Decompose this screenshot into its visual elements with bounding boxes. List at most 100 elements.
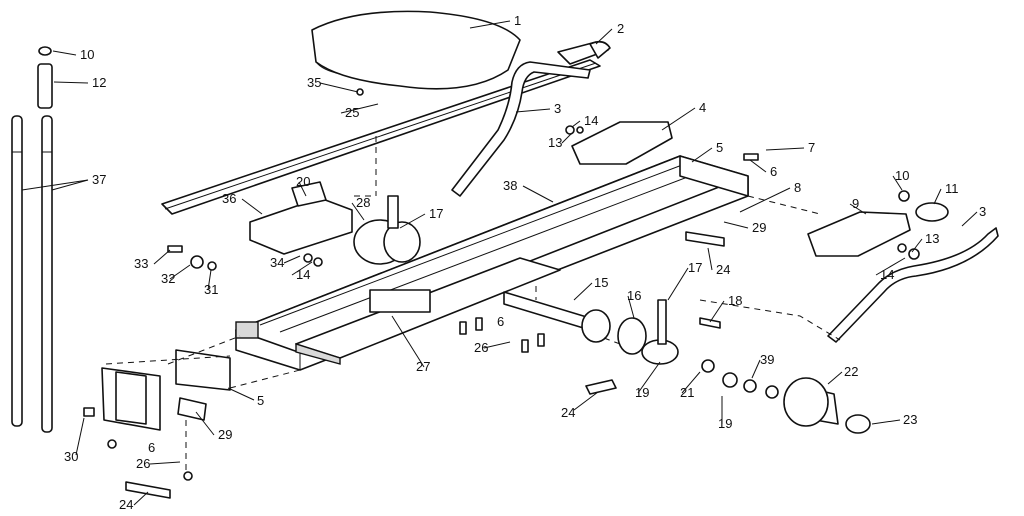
part-label-20: 20 [296,174,310,189]
part-label-3: 3 [979,204,986,219]
leader-line [709,300,725,323]
leader-line [469,20,511,29]
part-label-13: 13 [925,231,939,246]
leader-line [75,417,85,456]
part-label-13: 13 [548,135,562,150]
part-label-17: 17 [688,260,702,275]
leader-line [765,147,805,151]
part-label-14: 14 [880,267,894,282]
leader-line [661,107,696,131]
leader-line [298,181,307,197]
leader-line [52,50,77,56]
leader-line [573,282,593,301]
part-label-14: 14 [584,113,598,128]
part-label-14: 14 [296,267,310,282]
fasteners [83,88,920,499]
leader-line [827,371,843,385]
seat-cushion [311,10,521,90]
part-label-5: 5 [257,393,264,408]
part-label-5: 5 [716,140,723,155]
leader-line [21,179,89,191]
part-label-35: 35 [307,75,321,90]
part-label-12: 12 [92,75,106,90]
part-label-30: 30 [64,449,78,464]
part-label-18: 18 [728,293,742,308]
leader-line [892,175,903,191]
part-label-26: 26 [136,456,150,471]
leader-line [227,387,255,401]
leader-line [561,132,573,144]
leader-line [133,491,149,506]
part-label-19: 19 [718,416,732,431]
part-label-38: 38 [503,178,517,193]
leader-line [667,267,689,301]
leader-line [291,261,313,276]
part-label-9: 9 [852,196,859,211]
leader-line [875,257,906,276]
part-label-27: 27 [416,359,430,374]
leader-line [391,315,425,368]
part-label-25: 25 [345,105,359,120]
pole-pair [11,46,53,433]
part-label-10: 10 [80,47,94,62]
leader-line [707,247,713,271]
part-label-7: 7 [808,140,815,155]
part-label-29: 29 [752,220,766,235]
leader-line [637,361,661,394]
part-label-37: 37 [92,172,106,187]
part-label-3: 3 [554,101,561,116]
part-label-8: 8 [794,180,801,195]
foot-pedals [571,121,911,257]
leader-line [515,108,551,113]
leader-line [283,255,301,264]
leader-line [399,213,426,229]
part-label-34: 34 [270,255,284,270]
part-label-4: 4 [699,100,706,115]
part-label-24: 24 [561,405,575,420]
part-label-29: 29 [218,427,232,442]
leader-line [911,238,923,253]
handle-bar-upper [451,61,591,197]
part-label-23: 23 [903,412,917,427]
leader-line [573,391,599,411]
leader-line [483,341,511,349]
leader-line [627,295,635,319]
part-label-11: 11 [945,181,959,196]
part-label-19: 19 [635,385,649,400]
leader-line [522,185,554,203]
part-label-15: 15 [594,275,608,290]
part-label-26: 26 [474,340,488,355]
resistance-knob [701,359,871,434]
leader-line [749,159,767,173]
part-label-6: 6 [148,440,155,455]
lower-rail [295,257,561,365]
seat-carriage [249,181,421,265]
leader-line [691,147,713,163]
leader-lines [21,20,978,506]
part-label-32: 32 [161,271,175,286]
leader-line [871,419,901,425]
leader-line [723,221,749,229]
part-label-2: 2 [617,21,624,36]
part-label-1: 1 [514,13,521,28]
part-label-24: 24 [716,262,730,277]
part-label-36: 36 [222,191,236,206]
assembly-lines [105,136,841,470]
leader-line [933,188,942,205]
part-label-39: 39 [760,352,774,367]
leader-line [319,82,359,93]
part-label-31: 31 [204,282,218,297]
leader-line [571,120,581,128]
part-label-6: 6 [770,164,777,179]
leader-line [340,103,379,114]
leader-line [195,411,215,436]
leader-line [739,187,791,213]
leader-line [751,359,761,379]
part-labels: 1 2 3 3 4 5 5 6 6 6 7 8 9 10 10 11 12 13… [64,13,986,512]
leader-line [53,81,89,84]
part-label-28: 28 [356,195,370,210]
part-label-22: 22 [844,364,858,379]
leader-line [153,249,171,265]
leader-line [169,264,191,280]
